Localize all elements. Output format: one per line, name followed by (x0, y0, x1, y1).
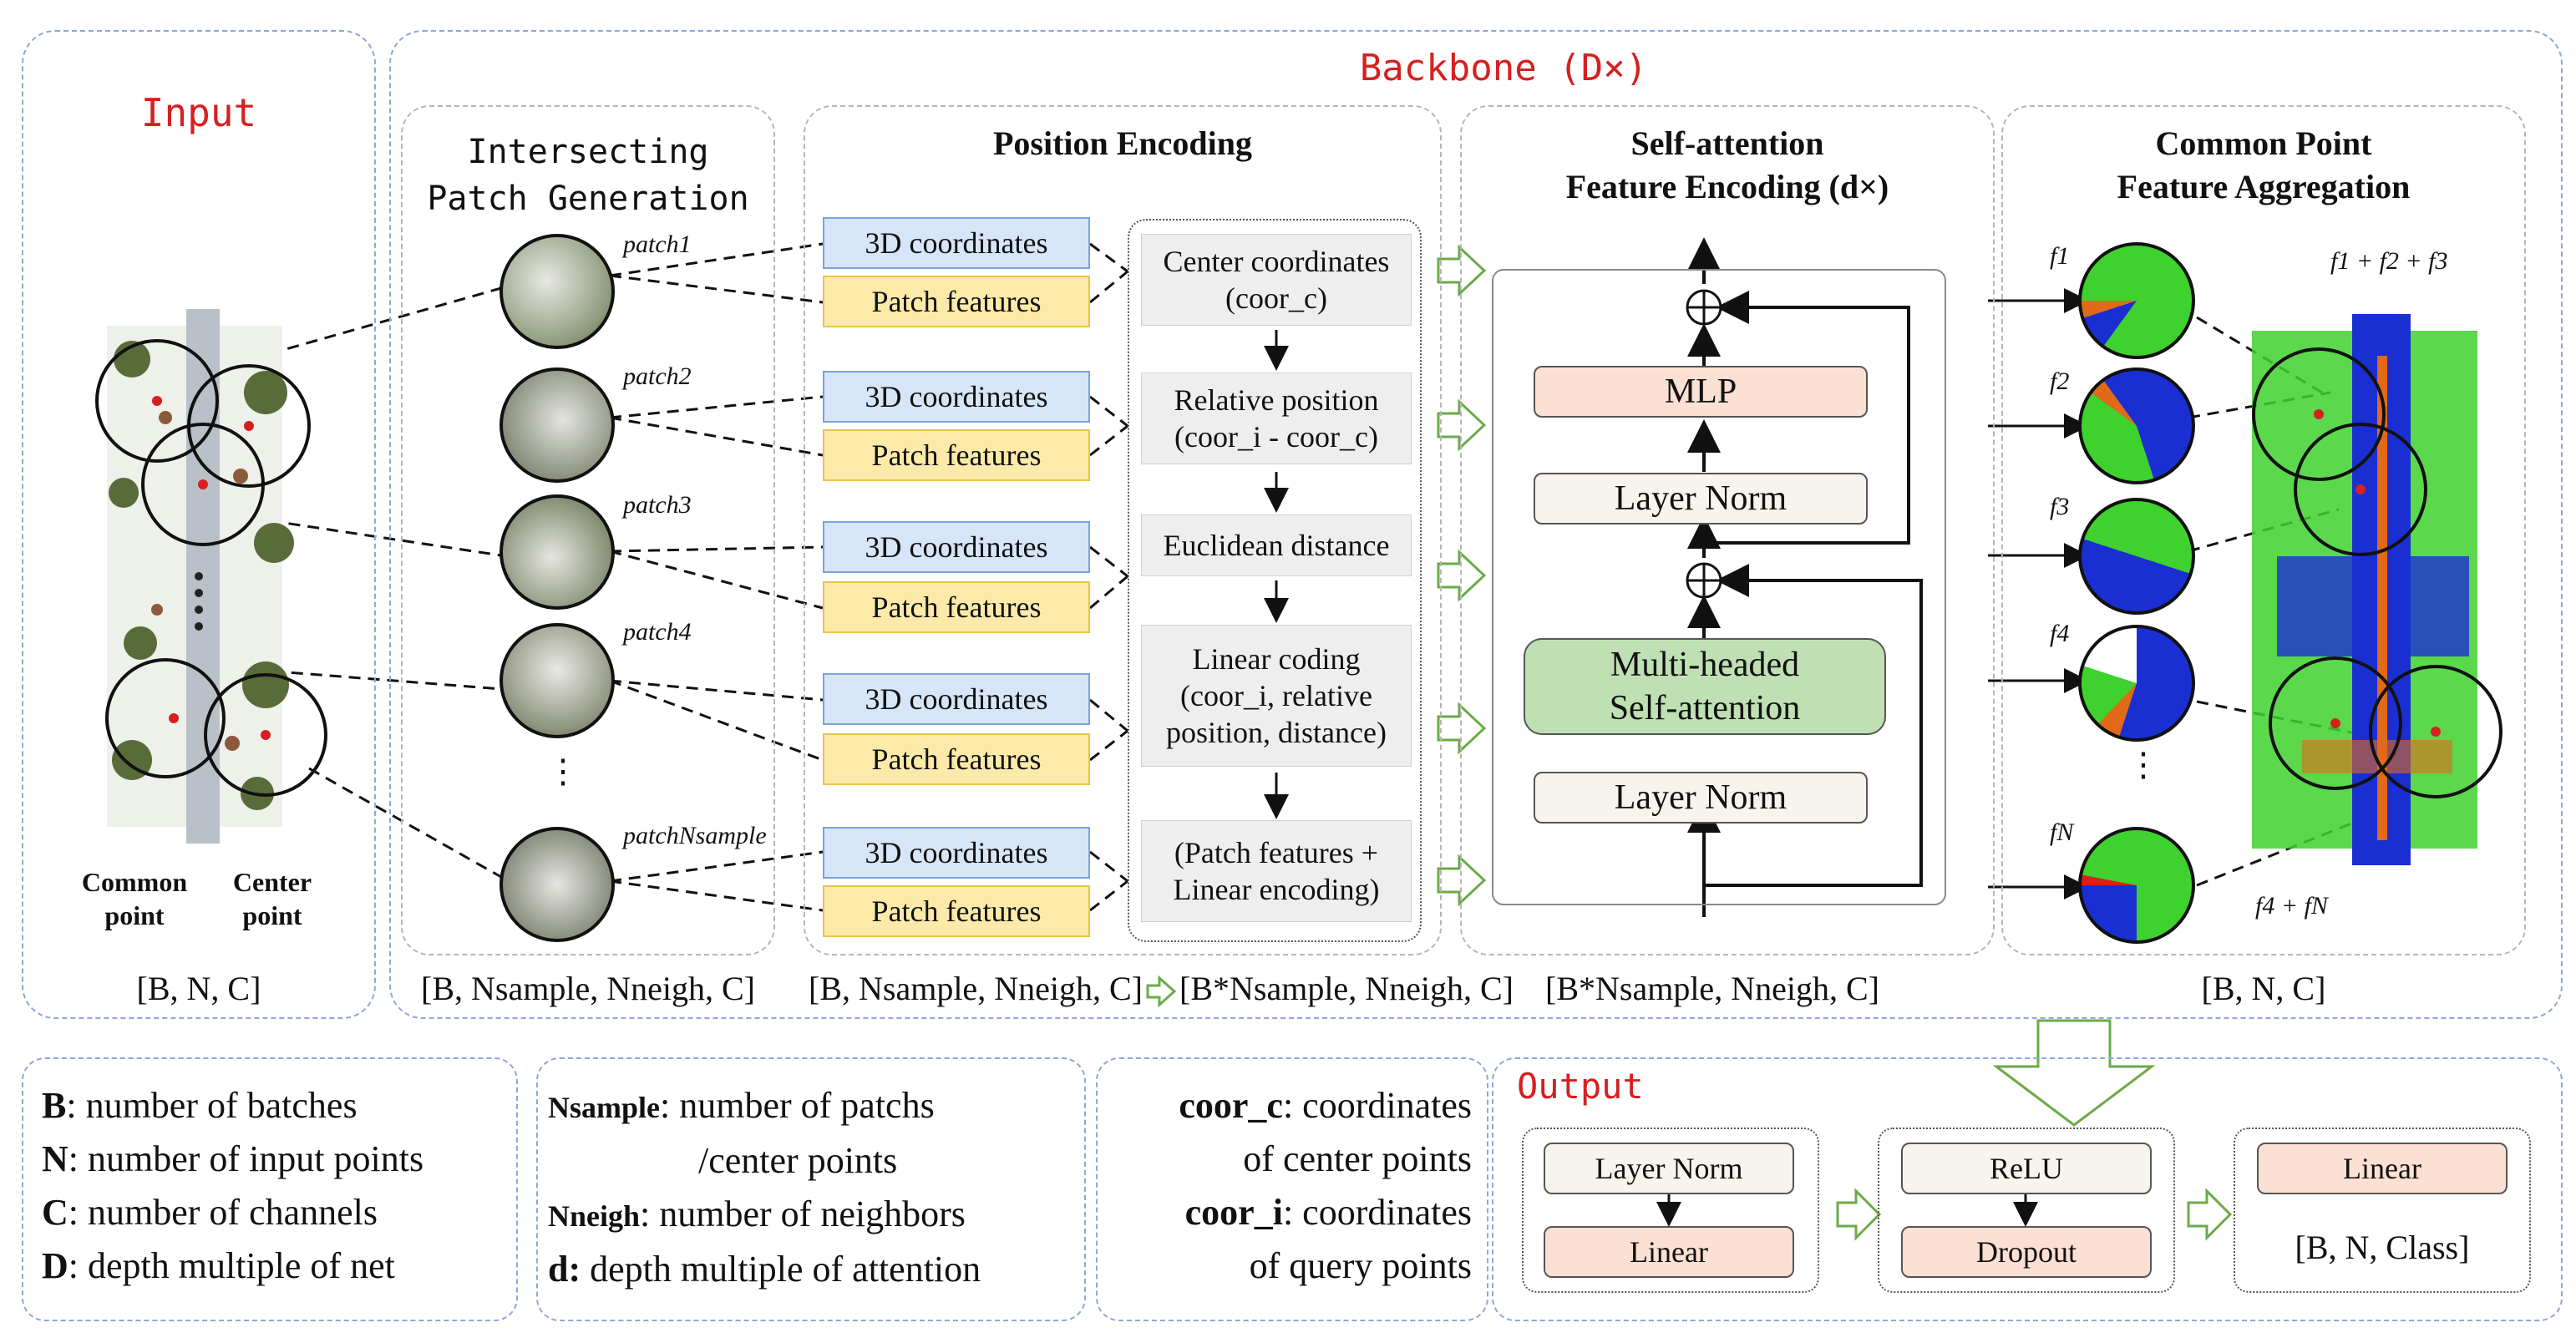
feature-label-4: f4 (2050, 620, 2070, 647)
legend3-item: of center points (1243, 1138, 1472, 1179)
legend2-item: Nneigh: number of neighbors (548, 1193, 966, 1234)
input-title: Input (140, 90, 257, 135)
common-point-label: Common point (81, 867, 188, 930)
output-dropout: Dropout (1901, 1226, 2152, 1278)
input-dim: [B, N, C] (136, 970, 261, 1007)
aggregation-title: Common Point Feature Aggregation (2117, 124, 2411, 205)
feat-box-3: Patch features (823, 581, 1090, 633)
legend2-item: /center points (698, 1140, 898, 1181)
patch-label-2: patch2 (623, 362, 692, 390)
feat-box-2: Patch features (823, 429, 1090, 481)
output-title: Output (1517, 1066, 1644, 1107)
input-point-cloud (57, 292, 341, 844)
self-attention-block (1492, 269, 1946, 905)
pe-dim-right: [B*Nsample, Nneigh, C] (1179, 970, 1514, 1007)
legend1-item: C: number of channels (42, 1192, 378, 1233)
self-attention-panel (1460, 105, 1995, 955)
output-block-2 (1878, 1128, 2175, 1293)
sum-top-label: f1 + f2 + f3 (2330, 247, 2448, 275)
legend1-item: N: number of input points (42, 1138, 424, 1179)
self-attention-dim: [B*Nsample, Nneigh, C] (1545, 970, 1879, 1007)
legend-panel-3 (1096, 1057, 1488, 1321)
aggregation-panel (2001, 105, 2526, 955)
coord-box-3: 3D coordinates (823, 521, 1090, 573)
legend-list-3: coor_c: coordinates of center points coo… (1096, 1079, 1472, 1293)
patch-label-4: patch4 (623, 618, 692, 646)
patch-circle-4 (499, 623, 615, 738)
layer-norm-bottom: Layer Norm (1534, 772, 1868, 824)
feature-label-1: f1 (2050, 242, 2070, 270)
legend-panel-2 (536, 1057, 1086, 1321)
output-relu: ReLU (1901, 1143, 2152, 1194)
output-linear-1: Linear (1544, 1226, 1794, 1278)
patch-generation-title: Intersecting Patch Generation (427, 133, 749, 218)
pe-step-linear: Linear coding (coor_i, relative position… (1141, 625, 1412, 767)
patch-label-3: patch3 (623, 491, 692, 519)
pe-steps-frame (1128, 219, 1422, 942)
feat-box-5: Patch features (823, 885, 1090, 937)
output-panel (1492, 1057, 2563, 1321)
mlp-box: MLP (1534, 366, 1868, 418)
feature-label-n: fN (2050, 818, 2074, 846)
center-point-label: Center point (232, 867, 312, 930)
position-encoding-panel (804, 105, 1442, 955)
patch-circle-3 (499, 494, 615, 610)
feature-circle-4 (2078, 625, 2195, 742)
self-attention-title: Self-attention Feature Encoding (d×) (1565, 124, 1889, 205)
feature-circle-n (2078, 827, 2195, 944)
feat-box-1: Patch features (823, 276, 1090, 327)
legend3-item: coor_i: coordinates (1184, 1192, 1472, 1233)
patch-circle-1 (499, 234, 615, 349)
pe-step-distance: Euclidean distance (1141, 514, 1412, 576)
pe-dim-left: [B, Nsample, Nneigh, C] (809, 970, 1143, 1007)
aggregated-point-cloud (2227, 306, 2502, 874)
coord-box-5: 3D coordinates (823, 827, 1090, 879)
layer-norm-top: Layer Norm (1534, 473, 1868, 525)
output-linear-2: Linear (2257, 1143, 2508, 1194)
output-dim: [B, N, Class] (2295, 1229, 2470, 1266)
feature-circle-1 (2078, 242, 2195, 359)
patch-generation-dim: [B, Nsample, Nneigh, C] (421, 970, 755, 1007)
output-block-3 (2234, 1128, 2531, 1293)
feature-ellipsis: ⋮ (2127, 746, 2160, 783)
legend3-item: of query points (1249, 1245, 1472, 1286)
coord-box-2: 3D coordinates (823, 371, 1090, 423)
legend3-item: coor_c: coordinates (1179, 1085, 1472, 1126)
aggregation-dim: [B, N, C] (2201, 970, 2326, 1007)
feature-circle-3 (2078, 498, 2195, 615)
legend2-item: Nsample: number of patchs (548, 1085, 935, 1126)
feat-box-4: Patch features (823, 733, 1090, 785)
pe-step-sum: (Patch features + Linear encoding) (1141, 820, 1412, 922)
pe-step-relative: Relative position (coor_i - coor_c) (1141, 372, 1412, 464)
patch-label-1: patch1 (623, 231, 692, 258)
legend1-item: B: number of batches (42, 1085, 357, 1126)
patch-ellipsis: ⋮ (546, 753, 580, 790)
output-layer-norm: Layer Norm (1544, 1143, 1794, 1194)
pe-step-center: Center coordinates (coor_c) (1141, 234, 1412, 326)
patch-circle-n (499, 827, 615, 942)
backbone-panel (389, 30, 2563, 1019)
patch-label-n: patchNsample (623, 822, 767, 849)
legend-panel-1 (22, 1057, 518, 1321)
output-block-1 (1522, 1128, 1819, 1293)
patch-generation-panel (401, 105, 775, 955)
backbone-title: Backbone (D×) (1359, 47, 1648, 89)
patch-circle-2 (499, 367, 615, 483)
coord-box-4: 3D coordinates (823, 673, 1090, 725)
sum-bottom-label: f4 + fN (2255, 892, 2328, 920)
multi-head-attention-box: Multi-headed Self-attention (1524, 638, 1886, 735)
feature-circle-2 (2078, 367, 2195, 484)
input-panel (22, 30, 376, 1019)
position-encoding-title: Position Encoding (992, 124, 1253, 162)
legend2-item: d: depth multiple of attention (548, 1249, 981, 1290)
coord-box-1: 3D coordinates (823, 217, 1090, 269)
legend1-item: D: depth multiple of net (42, 1245, 395, 1286)
feature-label-2: f2 (2050, 367, 2070, 395)
feature-label-3: f3 (2050, 493, 2070, 520)
legend-list-1: B: number of batches N: number of input … (42, 1079, 423, 1293)
legend-list-2: Nsample: number of patchs /center points… (548, 1079, 981, 1296)
